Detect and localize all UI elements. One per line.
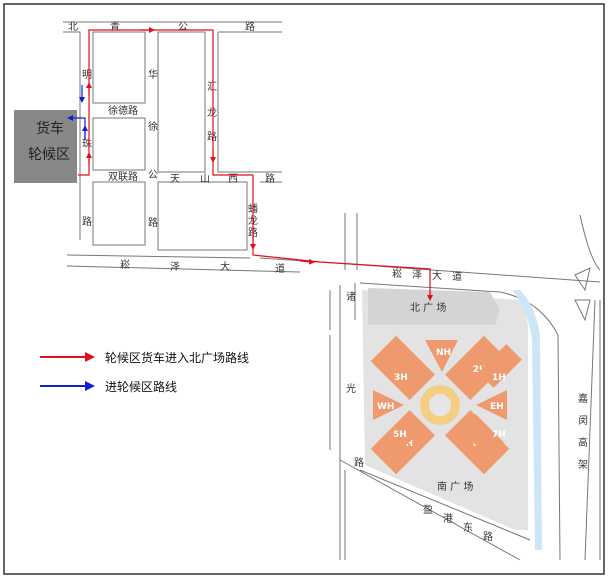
road-label: 华 xyxy=(148,68,158,81)
road-label: 东 xyxy=(463,521,473,534)
road-label: 路 xyxy=(82,215,92,228)
road-label: 明 xyxy=(82,69,92,81)
road-label: 光 xyxy=(346,382,356,395)
road-label: 公 xyxy=(148,170,158,181)
road-label: 路 xyxy=(207,130,217,143)
road-label: 港 xyxy=(443,513,453,525)
road-label: 道 xyxy=(275,262,285,275)
north-plaza xyxy=(368,288,500,325)
river xyxy=(512,290,542,550)
road-label: 泽 xyxy=(170,261,180,273)
road-label: 路 xyxy=(354,456,364,469)
north-plaza-label: 北 广 场 xyxy=(410,301,446,314)
road-label: 高 xyxy=(578,436,588,449)
road-label: 路 xyxy=(245,20,255,33)
road-label: 双联路 xyxy=(108,170,138,183)
hall-label: 2H xyxy=(473,365,487,375)
road-label: 山 xyxy=(200,173,210,185)
road-label: 路 xyxy=(483,530,493,543)
hall-label: 5H xyxy=(393,430,407,440)
red-route xyxy=(78,27,433,301)
road-label: 珠 xyxy=(82,137,92,150)
road-label: 天 xyxy=(170,174,180,185)
road-label: 汇 xyxy=(207,80,217,93)
road-label: 徐德路 xyxy=(108,104,138,117)
road-label: 大 xyxy=(220,260,230,273)
road-label: 泽 xyxy=(412,269,422,281)
hall-label: NH xyxy=(436,348,451,358)
road-label: 龙 xyxy=(207,106,217,119)
road-label: 西 xyxy=(228,174,238,185)
road-label: 崧 xyxy=(120,259,130,271)
road-label: 路 xyxy=(148,216,158,229)
south-plaza-label: 南 广 场 xyxy=(437,480,473,493)
road-label: 盈 xyxy=(423,504,433,516)
road-label: 徐 xyxy=(148,120,158,133)
road-label: 路 xyxy=(265,172,275,185)
road-label: 架 xyxy=(578,459,588,471)
waiting-area-label: 轮候区 xyxy=(28,147,70,163)
hall-label: 3H xyxy=(394,373,408,383)
hall-label: 1H xyxy=(492,373,506,383)
legend-red-label: 轮候区货车进入北广场路线 xyxy=(105,350,249,365)
exhibition-venue: 北 广 场 南 广 场 2H 8H 6H 4H 1H 7H 5H 3H NH E… xyxy=(362,288,542,550)
road-label: 崧 xyxy=(392,268,402,280)
waiting-area-label: 货车 xyxy=(36,120,64,137)
waiting-area: 货车 轮候区 xyxy=(14,110,77,183)
road-label: 嘉 xyxy=(578,392,588,405)
legend: 轮候区货车进入北广场路线 进轮候区路线 xyxy=(40,350,249,394)
road-label: 青 xyxy=(110,20,120,33)
road-label: 北 xyxy=(68,21,78,33)
road-label: 闵 xyxy=(578,414,588,427)
road-label: 大 xyxy=(432,269,442,282)
blue-route xyxy=(67,85,88,140)
hall-label: 7H xyxy=(492,430,506,440)
road-network xyxy=(63,21,601,561)
road-label: 诸 xyxy=(346,291,356,303)
hall-label: WH xyxy=(377,402,394,412)
road-label: 公 xyxy=(178,22,188,33)
hall-label: EH xyxy=(490,402,504,412)
legend-blue-label: 进轮候区路线 xyxy=(105,379,177,394)
road-label: 道 xyxy=(452,270,462,283)
